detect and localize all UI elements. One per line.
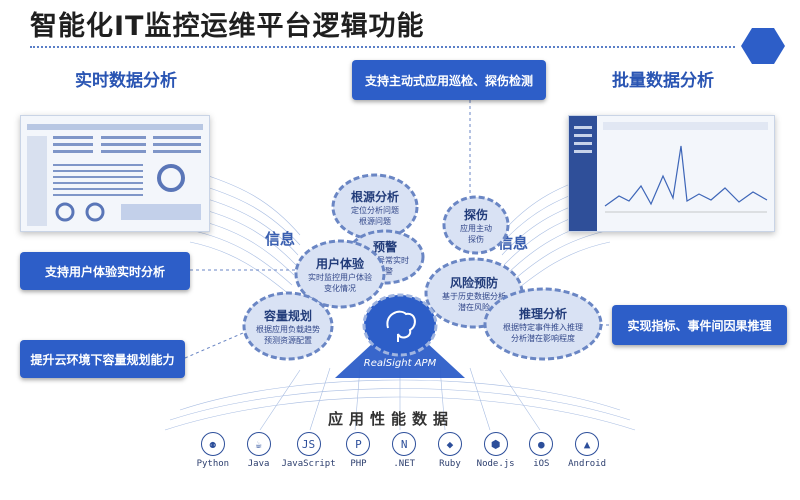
batch-dashboard-screenshot <box>568 115 775 232</box>
language-nodejs: ⬢ Node.js <box>473 432 519 469</box>
gear-root-cause: 根源分析 定位分析问题 根源问题 <box>325 172 425 242</box>
gear-shape-icon <box>242 291 334 361</box>
php-icon: P <box>346 432 371 456</box>
language-python: ⚉ Python <box>190 432 236 469</box>
language-java: ☕ Java <box>236 432 282 469</box>
language-name: .NET <box>393 459 416 469</box>
gear-probe: 探伤 应用主动 探伤 <box>440 195 512 255</box>
gear-title: 根源分析 <box>350 189 399 204</box>
nodejs-icon: ⬢ <box>483 432 508 456</box>
gear-title: 预警 <box>372 239 397 254</box>
language-name: PHP <box>350 459 367 469</box>
gear-title: 容量规划 <box>263 308 312 323</box>
language-name: iOS <box>533 459 550 469</box>
batch-chart-thumbnail <box>569 116 768 231</box>
gear-inference-analysis: 推理分析 根据特定事件推入推理 分析潜在影响程度 <box>478 285 608 363</box>
language-name: Node.js <box>476 459 515 469</box>
gear-desc: 应用主动 探伤 <box>460 223 492 244</box>
gear-shape-icon <box>294 239 386 309</box>
central-hub <box>360 292 440 358</box>
language-dotnet: N .NET <box>381 432 427 469</box>
gear-capacity-planning: 容量规划 根据应用负载趋势 预测资源配置 <box>238 290 338 362</box>
gear-desc: 基于历史数据分析 潜在风险 <box>442 291 506 312</box>
gear-shape-icon <box>483 287 603 361</box>
gear-title: 推理分析 <box>518 306 567 321</box>
info-label-left: 信息 <box>265 230 296 248</box>
corner-hexagon-icon <box>741 28 785 64</box>
gear-desc: 根据应用负载趋势 预测资源配置 <box>256 324 320 345</box>
java-icon: ☕ <box>246 432 271 456</box>
language-php: P PHP <box>336 432 382 469</box>
dashboard-thumbnail <box>27 124 203 226</box>
callout-causal-reasoning: 实现指标、事件间因果推理 <box>612 305 787 345</box>
language-javascript: JS JavaScript <box>281 432 336 469</box>
language-android: ▲ Android <box>564 432 610 469</box>
gear-user-experience: 用户体验 实时监控用户体验 变化情况 <box>290 238 390 310</box>
callout-capacity-planning: 提升云环境下容量规划能力 <box>20 340 185 378</box>
gear-desc: 实时监控用户体验 变化情况 <box>308 272 372 293</box>
brand-label: RealSight APM <box>363 358 437 369</box>
realtime-analysis-title: 实时数据分析 <box>75 71 177 91</box>
brain-icon <box>362 293 438 357</box>
language-list: ⚉ Python ☕ Java JS JavaScript P PHP N .NET ◆ R… <box>190 432 610 469</box>
language-name: Ruby <box>439 459 461 469</box>
page-title: 智能化IT监控运维平台逻辑功能 <box>30 11 425 42</box>
title-divider <box>30 46 735 48</box>
javascript-icon: JS <box>296 432 321 456</box>
language-ios: ● iOS <box>519 432 565 469</box>
language-name: Python <box>196 459 230 469</box>
realtime-dashboard-screenshot <box>20 115 210 232</box>
gear-desc: 根据特定事件推入推理 分析潜在影响程度 <box>503 322 583 343</box>
dotnet-icon: N <box>392 432 417 456</box>
gear-title: 探伤 <box>463 207 488 222</box>
ios-icon: ● <box>529 432 554 456</box>
language-name: Android <box>568 459 607 469</box>
gear-shape-icon <box>442 195 510 255</box>
language-name: Java <box>247 459 270 469</box>
ruby-icon: ◆ <box>437 432 462 456</box>
app-performance-data-label: 应用性能数据 <box>328 410 455 428</box>
language-name: JavaScript <box>281 459 336 469</box>
android-icon: ▲ <box>575 432 600 456</box>
python-icon: ⚉ <box>200 432 225 456</box>
callout-user-experience: 支持用户体验实时分析 <box>20 252 190 290</box>
callout-active-inspection: 支持主动式应用巡检、探伤检测 <box>352 60 546 100</box>
gear-title: 用户体验 <box>315 256 364 271</box>
batch-analysis-title: 批量数据分析 <box>612 71 714 91</box>
gear-title: 风险预防 <box>449 275 498 290</box>
language-ruby: ◆ Ruby <box>427 432 473 469</box>
gear-desc: 定位分析问题 根源问题 <box>351 205 399 226</box>
